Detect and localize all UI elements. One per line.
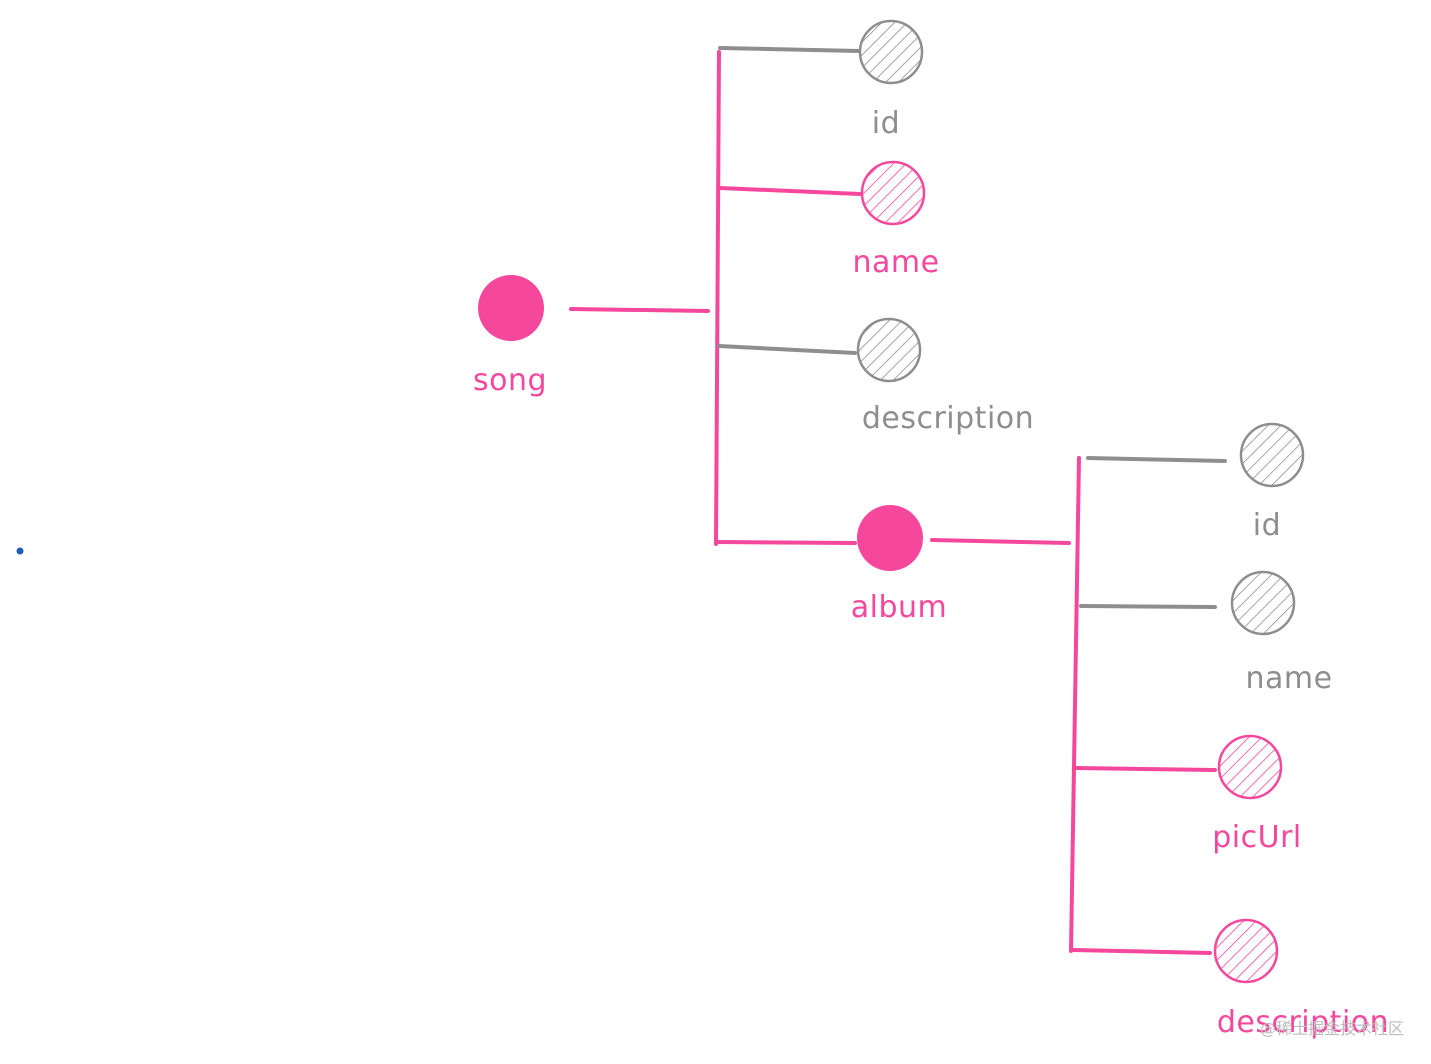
node-song-description: description bbox=[856, 317, 1034, 436]
node-album-description-label: description bbox=[1217, 1005, 1389, 1040]
node-song: song bbox=[473, 275, 547, 398]
edge-song-spine bbox=[714, 50, 721, 546]
edge-album-description bbox=[1071, 948, 1212, 955]
node-album-circle bbox=[857, 505, 923, 571]
node-album-id-label: id bbox=[1253, 508, 1281, 543]
node-album: album bbox=[851, 505, 948, 625]
node-album-picUrl-label: picUrl bbox=[1212, 820, 1302, 855]
edge-song-id bbox=[718, 46, 861, 53]
edge-song-trunk bbox=[569, 307, 710, 313]
node-song-circle bbox=[478, 275, 544, 341]
node-album-description-circle bbox=[1213, 918, 1279, 984]
node-song-description-circle bbox=[856, 317, 922, 383]
album-connectors bbox=[930, 456, 1227, 955]
node-album-name-circle bbox=[1230, 570, 1296, 636]
node-song-name-circle bbox=[860, 160, 926, 226]
node-album-id-circle bbox=[1239, 422, 1305, 488]
edge-album-trunk bbox=[930, 538, 1071, 545]
node-song-name-label: name bbox=[852, 245, 939, 280]
edge-song-description bbox=[717, 344, 857, 355]
node-song-name: name bbox=[852, 160, 939, 280]
node-song-id-label: id bbox=[872, 106, 900, 141]
node-album-label: album bbox=[851, 590, 948, 625]
edge-song-name bbox=[718, 186, 862, 196]
node-song-label: song bbox=[473, 363, 547, 398]
bullet-dot bbox=[16, 547, 24, 555]
node-album-picUrl: picUrl bbox=[1212, 734, 1302, 855]
edge-album-id bbox=[1086, 456, 1227, 463]
node-album-picUrl-circle bbox=[1217, 734, 1283, 800]
node-song-description-label: description bbox=[862, 401, 1034, 436]
edge-album-picUrl bbox=[1074, 766, 1217, 772]
node-song-id: id bbox=[858, 19, 924, 141]
edge-album-name bbox=[1079, 604, 1217, 609]
edge-album-spine bbox=[1069, 456, 1081, 953]
song-connectors bbox=[569, 46, 862, 546]
edge-song-album bbox=[714, 540, 857, 545]
node-album-name-label: name bbox=[1245, 661, 1332, 696]
node-album-name: name bbox=[1230, 570, 1332, 696]
node-song-id-circle bbox=[858, 19, 924, 85]
watermark: @稀土掘金技术社区 bbox=[1260, 1019, 1404, 1038]
node-album-id: id bbox=[1239, 422, 1305, 543]
node-album-description: description bbox=[1213, 918, 1389, 1040]
